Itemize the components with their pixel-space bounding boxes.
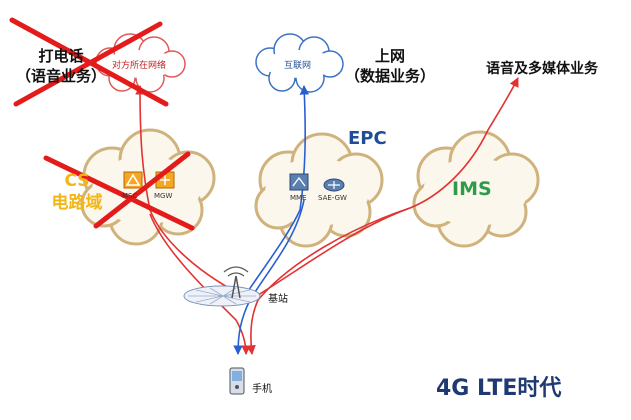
internet-label: 互联网 [284, 61, 312, 71]
voice-multimedia-label: 语音及多媒体业务 [486, 61, 598, 77]
sae-gw-label: SAE-GW [318, 194, 347, 202]
call-path-down [149, 213, 251, 355]
msc-switch-icon [123, 171, 143, 189]
cross-mark-icon [43, 151, 195, 231]
handset-label: 手机 [252, 384, 272, 395]
era-title: 4G LTE时代 [436, 376, 562, 401]
data-path-up [241, 85, 310, 301]
mme-label: MME [290, 194, 307, 202]
mme-server-icon [289, 173, 309, 191]
cs-domain-label: CS 电路域 [51, 171, 103, 213]
data-service-label: 上网 （数据业务） [344, 47, 435, 85]
epc-label: EPC [348, 128, 387, 149]
peer-network-label: 对方所在网络 [112, 61, 167, 71]
base-station-label: 基站 [268, 294, 288, 305]
ims-path-up [249, 77, 519, 301]
call-service-label: 打电话 （语音业务） [15, 47, 106, 85]
msc-label: MSC [122, 192, 138, 200]
ims-label: IMS [452, 178, 492, 200]
router-icon [323, 178, 345, 192]
cross-mark-icon [9, 17, 169, 107]
ims-path-down [246, 207, 411, 355]
antenna-tower-icon [183, 266, 261, 307]
mgw-label: MGW [154, 192, 173, 200]
mobile-phone-icon [229, 367, 245, 395]
